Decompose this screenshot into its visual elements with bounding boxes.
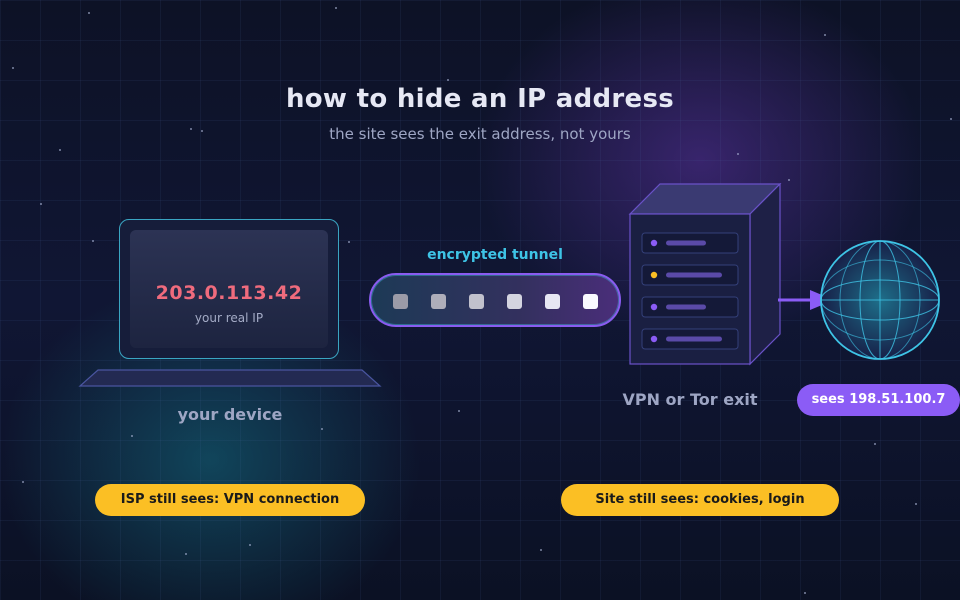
star [824,34,826,36]
server-icon [628,183,782,366]
star [249,544,251,546]
star [458,410,460,412]
server-led [650,239,658,247]
star [92,240,94,242]
server-slot-bar [666,304,706,310]
star [185,553,187,555]
server-led [650,271,658,279]
laptop-screen: 203.0.113.42 your real IP [119,219,339,359]
star [201,130,203,132]
site-warning-badge: Site still sees: cookies, login [561,484,839,516]
star [788,179,790,181]
server-slot-bar [666,240,706,246]
star [88,12,90,14]
star [447,79,449,81]
star [22,481,24,483]
real-ip-address: 203.0.113.42 [155,282,303,304]
star [131,435,133,437]
laptop-display: 203.0.113.42 your real IP [130,230,328,348]
tunnel-label: encrypted tunnel [427,247,563,263]
tunnel-packet [469,294,484,309]
star [915,503,917,505]
star [874,443,876,445]
tunnel-packet [393,294,408,309]
server-led [650,303,658,311]
server-led [650,335,658,343]
exit-ip-badge: sees 198.51.100.7 [797,384,960,416]
star [804,592,806,594]
device-label: your device [177,405,283,424]
star [737,153,739,155]
star [540,549,542,551]
star [348,241,350,243]
tunnel-packet [507,294,522,309]
star [335,7,337,9]
isp-warning-badge: ISP still sees: VPN connection [95,484,365,516]
star [40,203,42,205]
star [190,128,192,130]
tunnel-packet [583,294,598,309]
server-slot-bar [666,272,722,278]
star [321,428,323,430]
page-title: how to hide an IP address [285,84,675,114]
laptop-base [78,369,382,387]
server-label: VPN or Tor exit [622,390,758,409]
page-subtitle: the site sees the exit address, not your… [329,125,631,143]
globe-icon [820,240,940,360]
star [59,149,61,151]
tunnel-packet [545,294,560,309]
server-slot-bar [666,336,722,342]
star [12,67,14,69]
tunnel-packet [431,294,446,309]
encrypted-tunnel [369,273,621,327]
real-ip-label: your real IP [194,311,264,325]
star [950,118,952,120]
